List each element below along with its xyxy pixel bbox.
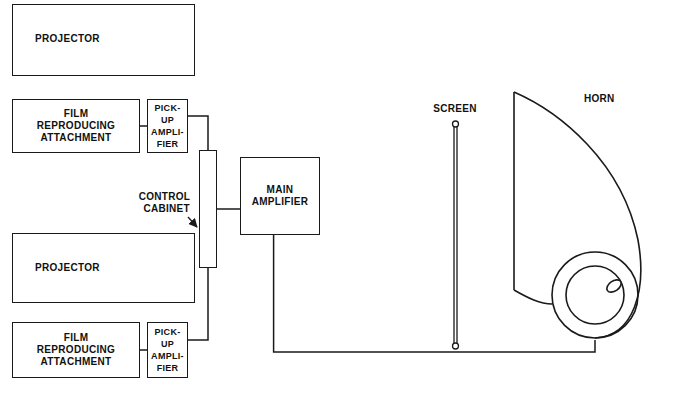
wire <box>188 116 208 150</box>
box-label: PICK- UP AMPLI- FIER <box>151 326 184 374</box>
amplifier-box: MAIN AMPLIFIER <box>240 157 320 235</box>
screen <box>453 121 459 349</box>
cabinet-box: CONTROL CABINET <box>199 150 217 268</box>
part-label: SCREEN <box>431 103 478 115</box>
box-label: MAIN AMPLIFIER <box>252 184 309 208</box>
attachment-box: FILM REPRODUCING ATTACHMENT <box>12 99 140 153</box>
callout-label: CONTROL CABINET <box>139 191 190 215</box>
wire <box>140 349 147 351</box>
wire <box>140 125 147 127</box>
horn-outline <box>510 90 645 340</box>
box-label: FILM REPRODUCING ATTACHMENT <box>37 332 115 368</box>
wire <box>274 235 595 352</box>
box-label: FILM REPRODUCING ATTACHMENT <box>37 108 115 144</box>
box-label: PROJECTOR <box>35 33 100 45</box>
box-label: PROJECTOR <box>35 262 100 274</box>
amplifier-box: PICK- UP AMPLI- FIER <box>147 99 188 153</box>
wire <box>217 208 240 210</box>
box-label: HORN <box>584 93 615 105</box>
projector-box: PROJECTOR <box>12 233 195 303</box>
horn: HORN <box>510 90 645 340</box>
projector-box: PROJECTOR <box>12 4 195 76</box>
amplifier-box: PICK- UP AMPLI- FIER <box>147 322 188 378</box>
attachment-box: FILM REPRODUCING ATTACHMENT <box>12 322 140 378</box>
box-label: PICK- UP AMPLI- FIER <box>151 102 184 150</box>
leader-arrow <box>188 217 197 227</box>
